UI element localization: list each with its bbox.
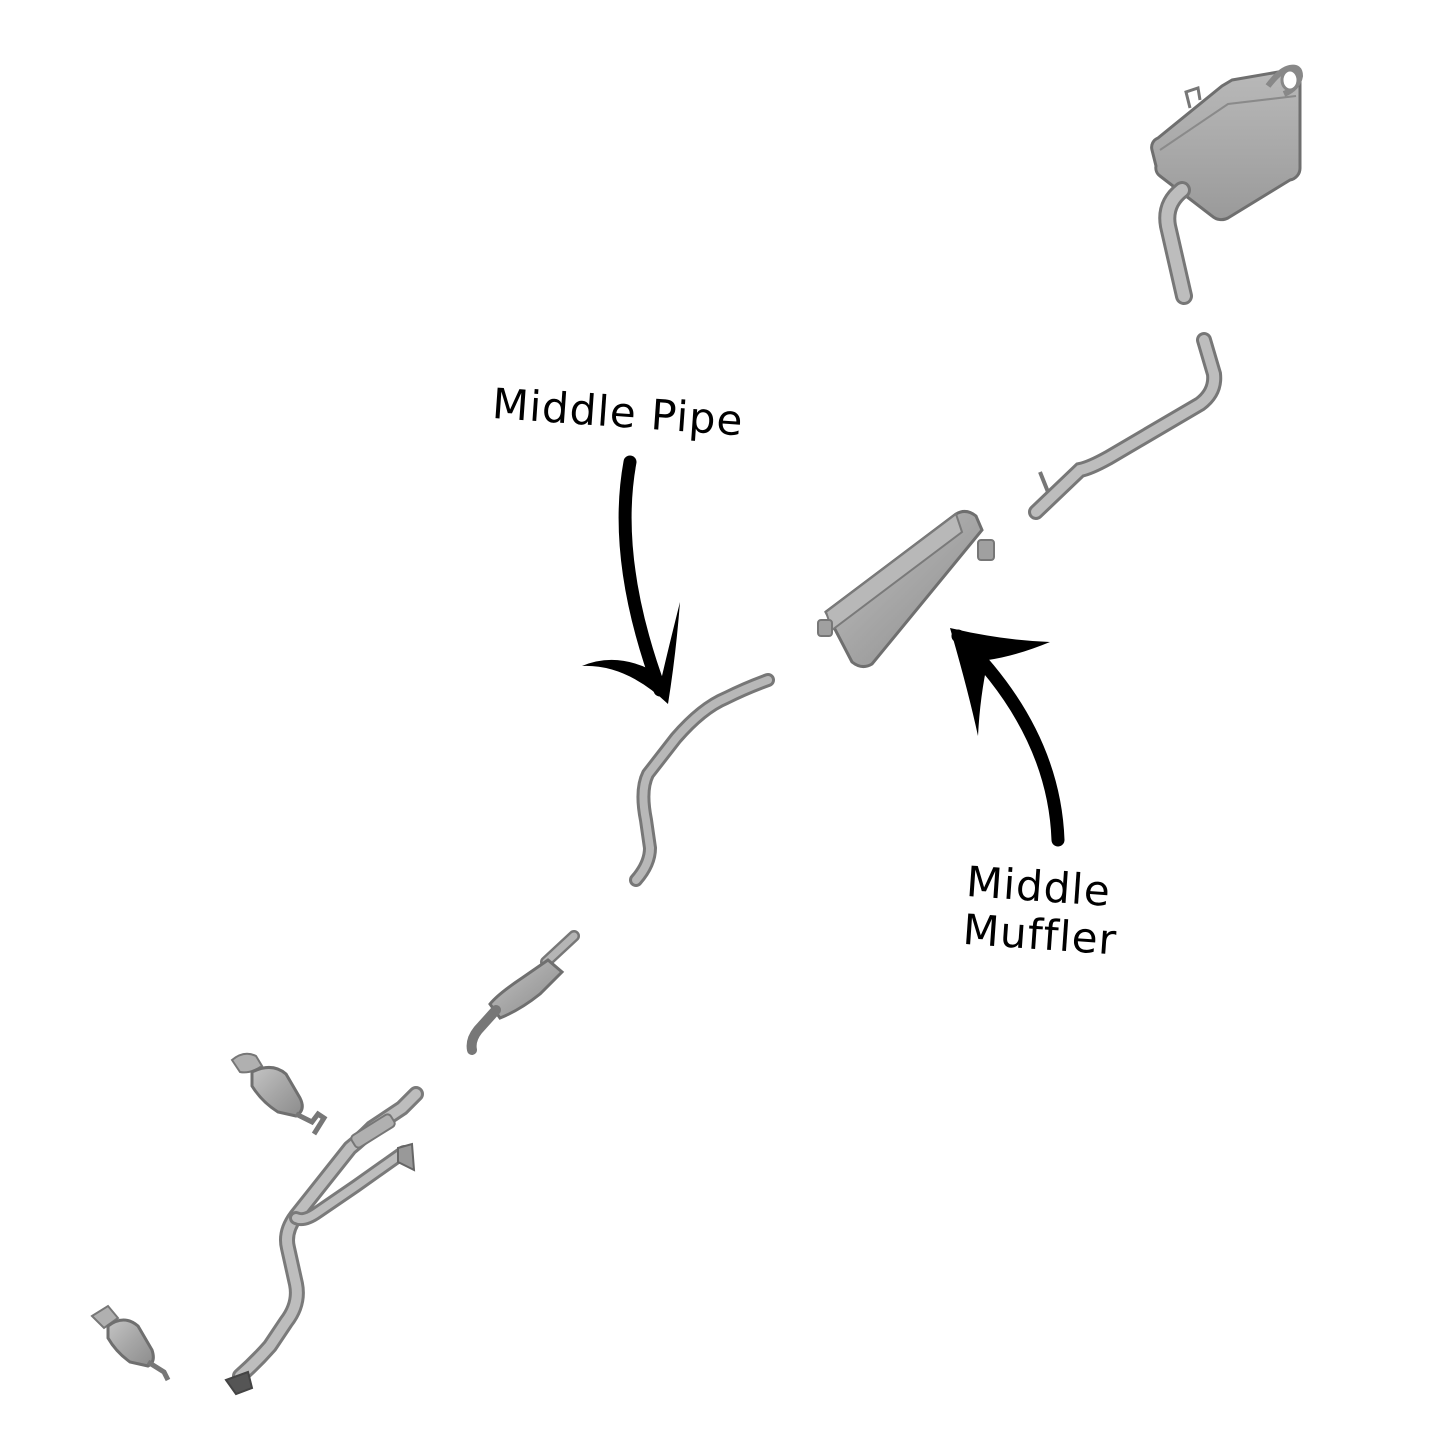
arrow-middle-pipe [582, 455, 680, 704]
middle-pipe [629, 673, 775, 887]
rear-muffler [1150, 64, 1304, 222]
middle-muffler-label: Middle Muffler [961, 857, 1122, 965]
catalytic-converter [466, 930, 580, 1055]
front-y-pipe [224, 1086, 424, 1396]
tail-pipe [1028, 181, 1223, 520]
manifold-converter-lower [90, 1304, 171, 1382]
arrow-middle-muffler [950, 628, 1065, 847]
manifold-converter-upper [230, 1052, 328, 1136]
middle-muffler [817, 509, 995, 669]
